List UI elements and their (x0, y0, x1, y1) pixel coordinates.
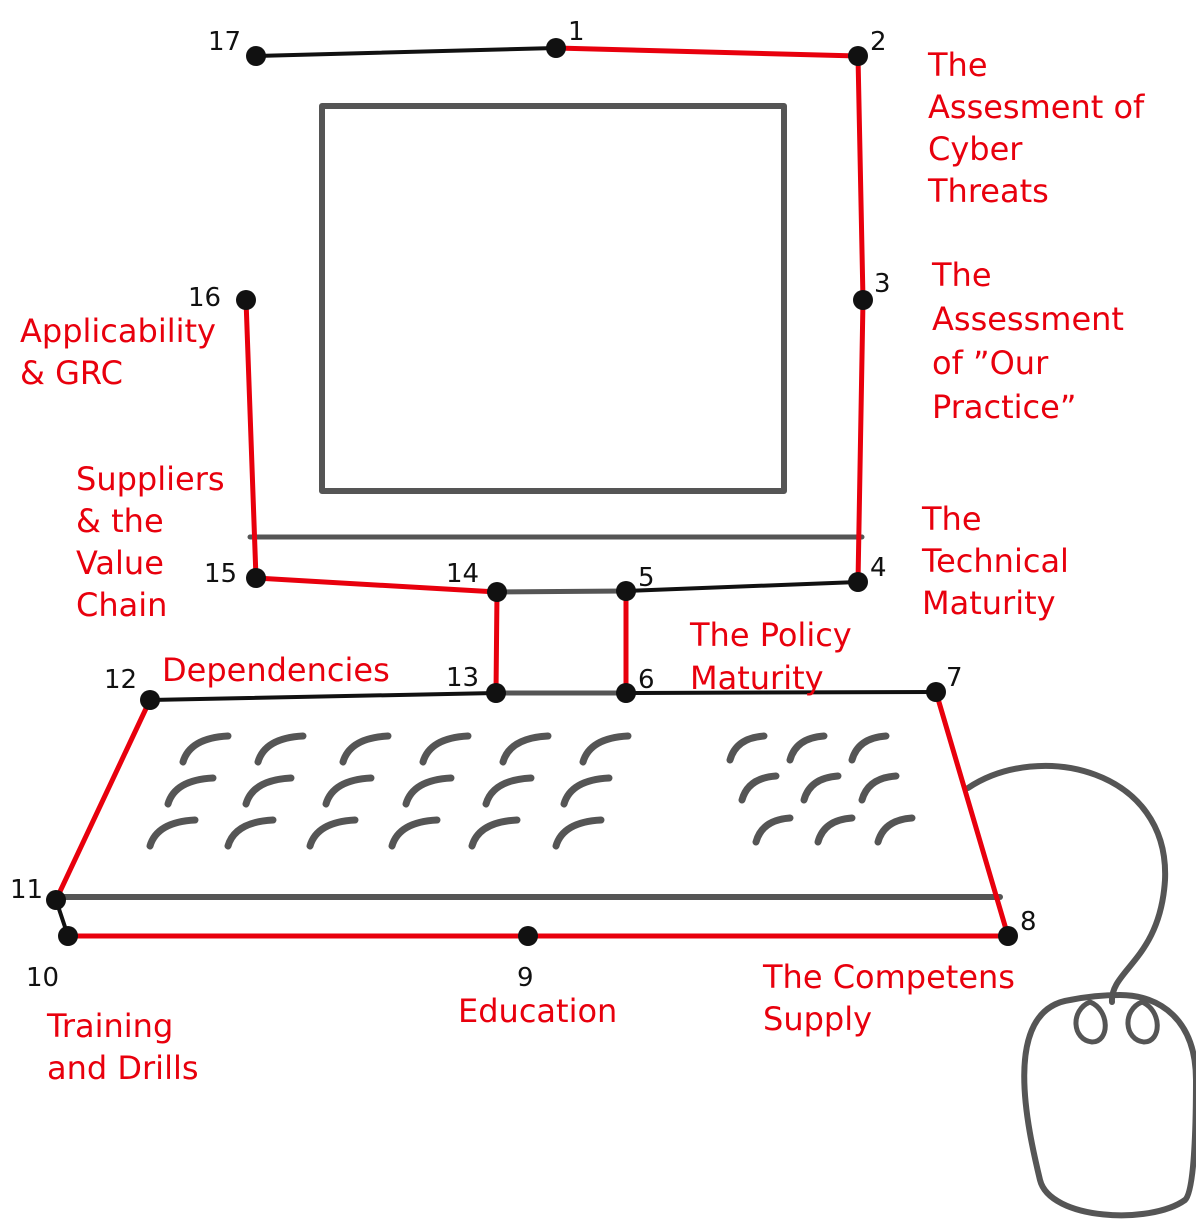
mouse-body (1021, 992, 1196, 1219)
point-number-11: 11 (10, 875, 43, 905)
dot-8 (998, 926, 1018, 946)
dot-9 (518, 926, 538, 946)
connector-13-14 (493, 589, 500, 696)
dot-3 (853, 290, 873, 310)
connector-17-1 (254, 46, 558, 58)
point-number-10: 10 (26, 963, 59, 993)
label-line: Assessment (932, 300, 1124, 338)
point-number-7: 7 (946, 663, 963, 693)
label-line: of ”Our (932, 344, 1049, 382)
connector-15-16 (243, 297, 259, 581)
point-number-2: 2 (870, 27, 887, 57)
connector-14-15 (253, 575, 500, 595)
label-line: Dependencies (162, 651, 390, 689)
label-line: The Policy (689, 616, 852, 654)
point-number-8: 8 (1020, 907, 1037, 937)
connector-14-5 (494, 588, 629, 595)
label-dependencies: Dependencies (162, 651, 390, 689)
mouse-right-button (1125, 999, 1160, 1045)
point-number-6: 6 (638, 665, 655, 695)
dot-5 (616, 581, 636, 601)
label-line: Applicability (20, 312, 216, 350)
label-line: & the (76, 502, 164, 540)
connectors (53, 45, 1011, 939)
dot-10 (58, 926, 78, 946)
point-number-16: 16 (188, 283, 221, 313)
label-line: Suppliers (76, 460, 225, 498)
label-line: Supply (763, 1000, 872, 1038)
connector-1-2 (553, 45, 861, 59)
connector-7-8 (933, 689, 1011, 939)
point-number-12: 12 (104, 665, 137, 695)
label-line: Assesment of (928, 88, 1145, 126)
dot-17 (246, 46, 266, 66)
label-line: & GRC (20, 354, 123, 392)
point-number-17: 17 (208, 27, 241, 57)
label-training-drills: Training and Drills (46, 1007, 199, 1087)
keyboard-keys (146, 732, 916, 850)
dot-16 (236, 290, 256, 310)
dot-6 (616, 683, 636, 703)
label-line: and Drills (47, 1049, 199, 1087)
dot-14 (487, 582, 507, 602)
point-number-13: 13 (446, 663, 479, 693)
point-number-15: 15 (204, 559, 237, 589)
connector-3-4 (855, 297, 866, 585)
point-number-5: 5 (638, 563, 655, 593)
dot-2 (848, 46, 868, 66)
connector-12-13 (148, 691, 498, 702)
monitor-screen (319, 103, 787, 494)
label-applicability-grc: Applicability & GRC (20, 312, 216, 392)
point-number-3: 3 (874, 269, 891, 299)
connector-6-7 (624, 690, 938, 695)
dot-4 (848, 572, 868, 592)
point-number-14: 14 (446, 559, 479, 589)
connector-4-5 (624, 580, 860, 593)
label-line: The (931, 256, 992, 294)
label-line: Training (46, 1007, 173, 1045)
label-education: Education (458, 992, 617, 1030)
dot-11 (46, 890, 66, 910)
connector-11-12 (53, 697, 153, 903)
point-number-9: 9 (517, 963, 534, 993)
label-line: Chain (76, 586, 167, 624)
label-line: Cyber (928, 130, 1023, 168)
dots (46, 38, 1018, 946)
label-line: Value (76, 544, 164, 582)
dot-15 (246, 568, 266, 588)
label-line: Threats (927, 172, 1049, 210)
label-line: Maturity (922, 584, 1056, 622)
label-line: Education (458, 992, 617, 1030)
label-line: The Competens (762, 958, 1015, 996)
point-number-4: 4 (870, 553, 887, 583)
dot-13 (486, 683, 506, 703)
point-number-1: 1 (568, 17, 585, 47)
label-line: Maturity (690, 659, 824, 697)
connector-2-3 (855, 53, 866, 303)
computer-drawing (57, 103, 1196, 1219)
dot-7 (926, 682, 946, 702)
dot-1 (546, 38, 566, 58)
mouse-left-button (1073, 999, 1108, 1045)
label-line: The (921, 500, 982, 538)
label-line: The (927, 46, 988, 84)
dot-12 (140, 690, 160, 710)
label-line: Technical (921, 542, 1069, 580)
label-line: Practice” (932, 388, 1076, 426)
mouse-cable (965, 762, 1169, 1005)
